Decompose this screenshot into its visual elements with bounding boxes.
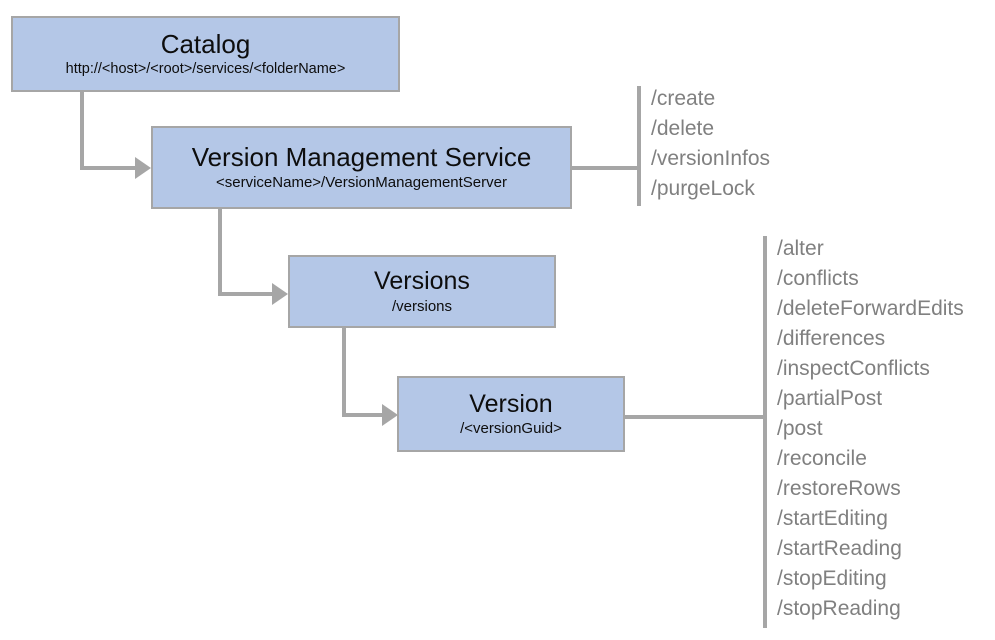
- endpoint-item[interactable]: /delete: [651, 117, 715, 140]
- connector-service-to-endpoints: [572, 166, 641, 170]
- endpoint-item[interactable]: /restoreRows: [777, 477, 901, 500]
- node-catalog[interactable]: Catalog http://<host>/<root>/services/<f…: [11, 16, 400, 92]
- endpoint-item[interactable]: /deleteForwardEdits: [777, 297, 964, 320]
- connector-service-to-versions-horizontal: [218, 292, 274, 296]
- node-version-management-service-subtitle: <serviceName>/VersionManagementServer: [216, 174, 507, 192]
- connector-versions-to-version-horizontal: [342, 413, 384, 417]
- bracket-version-operations: [763, 236, 767, 628]
- node-versions-title: Versions: [374, 267, 470, 296]
- endpoint-item[interactable]: /create: [651, 87, 716, 110]
- node-versions[interactable]: Versions /versions: [288, 255, 556, 328]
- endpoint-item[interactable]: /partialPost: [777, 387, 883, 410]
- endpoint-item[interactable]: /purgeLock: [651, 177, 755, 200]
- endpoint-item[interactable]: /alter: [777, 237, 824, 260]
- bracket-service-operations: [637, 86, 641, 206]
- connector-catalog-to-service-horizontal: [80, 166, 137, 170]
- arrow-head-catalog-to-service-icon: [135, 157, 151, 179]
- node-version-management-service-title: Version Management Service: [191, 141, 532, 172]
- endpoint-item[interactable]: /versionInfos: [651, 147, 771, 170]
- endpoint-item[interactable]: /startEditing: [777, 507, 888, 530]
- endpoint-list-service-operations: /create/delete/versionInfos/purgeLock: [651, 84, 770, 204]
- arrow-head-service-to-versions-icon: [272, 283, 288, 305]
- endpoint-item[interactable]: /reconcile: [777, 447, 867, 470]
- node-versions-subtitle: /versions: [391, 297, 453, 315]
- endpoint-item[interactable]: /startReading: [777, 537, 902, 560]
- endpoint-item[interactable]: /stopEditing: [777, 567, 887, 590]
- connector-versions-to-version-vertical: [342, 328, 346, 417]
- endpoint-item[interactable]: /conflicts: [777, 267, 859, 290]
- node-version-subtitle: /<versionGuid>: [460, 420, 562, 437]
- node-catalog-title: Catalog: [160, 28, 251, 59]
- node-version[interactable]: Version /<versionGuid>: [397, 376, 625, 452]
- endpoint-item[interactable]: /post: [777, 417, 823, 440]
- node-catalog-subtitle: http://<host>/<root>/services/<folderNam…: [65, 60, 346, 77]
- connector-catalog-to-service-vertical: [80, 92, 84, 170]
- endpoint-list-version-operations: /alter/conflicts/deleteForwardEdits/diff…: [777, 234, 964, 624]
- arrow-head-versions-to-version-icon: [382, 404, 398, 426]
- node-version-title: Version: [469, 389, 553, 418]
- connector-version-to-endpoints: [625, 415, 767, 419]
- endpoint-item[interactable]: /inspectConflicts: [777, 357, 930, 380]
- node-version-management-service[interactable]: Version Management Service <serviceName>…: [151, 126, 572, 209]
- endpoint-item[interactable]: /stopReading: [777, 597, 901, 620]
- endpoint-item[interactable]: /differences: [777, 327, 886, 350]
- connector-service-to-versions-vertical: [218, 209, 222, 296]
